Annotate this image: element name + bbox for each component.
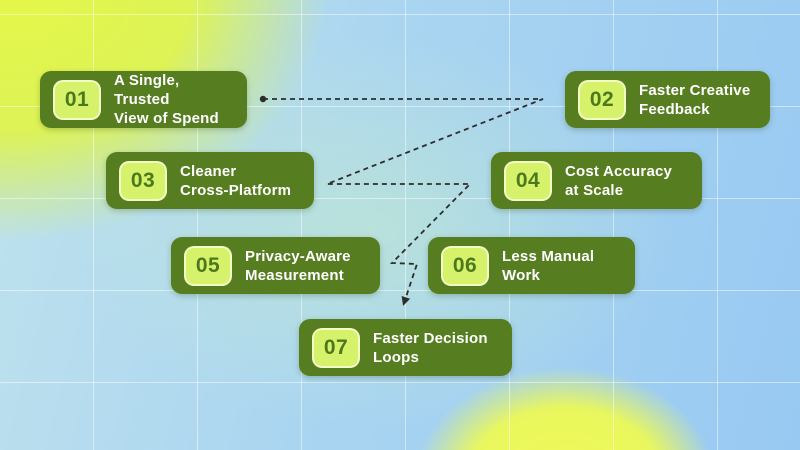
step-number-badge: 06 [441,245,489,286]
step-number-badge: 05 [184,245,232,286]
step-number-badge: 03 [119,160,167,201]
step-card-03: 03 Cleaner Cross-Platform [106,152,314,209]
step-number-badge: 01 [53,79,101,120]
connector-path [263,98,544,306]
step-card-02: 02 Faster Creative Feedback [565,71,770,128]
step-card-07: 07 Faster Decision Loops [299,319,512,376]
step-number-badge: 02 [578,79,626,120]
step-label: Cost Accuracy at Scale [565,162,673,199]
step-card-06: 06 Less Manual Work [428,237,635,294]
step-card-01: 01 A Single, Trusted View of Spend [40,71,247,128]
step-number-badge: 07 [312,327,360,368]
step-label: Faster Creative Feedback [639,81,751,118]
step-label: Faster Decision Loops [373,329,488,366]
step-label: A Single, Trusted View of Spend [114,72,219,127]
step-number-badge: 04 [504,160,552,201]
step-label: Less Manual Work [502,247,595,284]
step-label: Cleaner Cross-Platform [180,162,292,199]
step-card-04: 04 Cost Accuracy at Scale [491,152,702,209]
step-label: Privacy-Aware Measurement [245,247,351,284]
connector-start-dot [259,95,267,103]
step-card-05: 05 Privacy-Aware Measurement [171,237,380,294]
